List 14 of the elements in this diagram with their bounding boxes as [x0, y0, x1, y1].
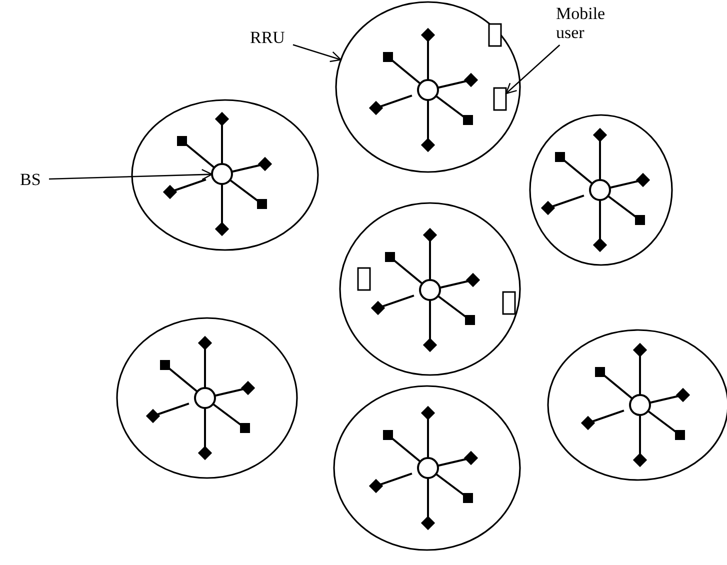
- callout-label: Mobile user: [556, 4, 612, 42]
- cell-circle: [339, 202, 521, 376]
- cell-circle: [131, 99, 319, 251]
- cell-circle: [116, 317, 298, 479]
- cell-circle: [333, 385, 521, 551]
- leader-arrow: [292, 44, 342, 62]
- callout-label: BS: [20, 170, 46, 189]
- mobile-user-icon: [493, 87, 507, 111]
- cell-circle: [335, 1, 521, 173]
- cell-circle: [529, 114, 673, 266]
- callout-label: RRU: [250, 28, 290, 47]
- leader-arrow: [505, 44, 560, 94]
- base-station-circle: [211, 163, 233, 185]
- leader-arrow: [48, 168, 213, 180]
